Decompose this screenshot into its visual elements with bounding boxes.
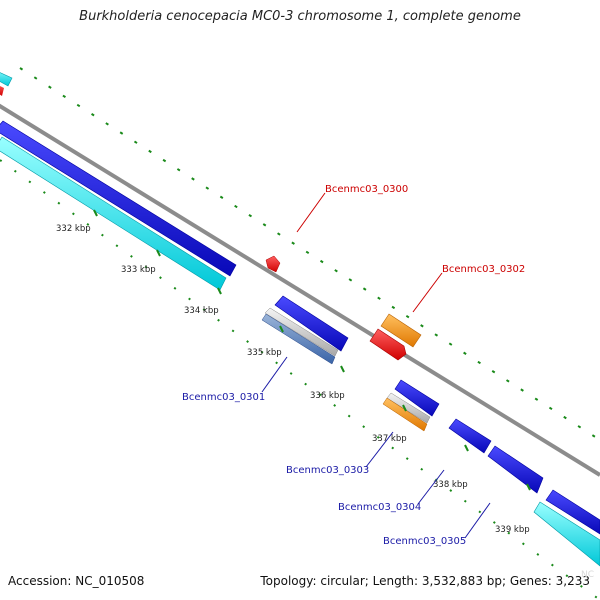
- accession-text: Accession: NC_010508: [8, 574, 145, 588]
- kbp-label: 336 kbp: [310, 391, 345, 401]
- kbp-label: 333 kbp: [121, 265, 156, 275]
- blue-cds-0303: [394, 379, 440, 417]
- gc-track-outer: [19, 67, 600, 441]
- kbp-label: 339 kbp: [495, 525, 530, 535]
- outer-features: [0, 72, 422, 361]
- gene-label-0302: Bcenmc03_0302: [442, 264, 525, 275]
- cyan-feature-0305: [533, 501, 600, 567]
- gene-labels: Bcenmc03_0300 Bcenmc03_0302 Bcenmc03_030…: [182, 184, 525, 547]
- map-title: Burkholderia cenocepacia MC0-3 chromosom…: [79, 9, 521, 24]
- gene-label-0301: Bcenmc03_0301: [182, 392, 265, 403]
- red-gene-0300: [265, 255, 281, 273]
- gene-label-0305: Bcenmc03_0305: [383, 536, 466, 547]
- gene-label-0303: Bcenmc03_0303: [286, 465, 369, 476]
- cyan-feature-top: [0, 72, 13, 87]
- leader-lines: [261, 192, 491, 539]
- orange-feature-0303: [382, 397, 428, 432]
- blue-cds-long-left: [0, 120, 237, 277]
- genome-summary-text: Topology: circular; Length: 3,532,883 bp…: [260, 574, 590, 588]
- blue-cds-0304a: [448, 418, 492, 454]
- red-feature-top: [0, 86, 4, 96]
- kbp-label: 338 kbp: [433, 480, 468, 490]
- kbp-labels: 332 kbp 333 kbp 334 kbp 335 kbp 336 kbp …: [56, 224, 530, 535]
- kbp-label: 337 kbp: [372, 434, 407, 444]
- grey-feature-0303: [386, 392, 431, 424]
- gene-label-0304: Bcenmc03_0304: [338, 502, 421, 513]
- blue-cds-0305: [545, 489, 600, 535]
- kbp-label: 335 kbp: [247, 348, 282, 358]
- inner-other-features: [0, 136, 600, 567]
- kbp-ticks: [93, 209, 531, 491]
- grey-feature-0301: [264, 307, 339, 357]
- blue-cds-0304b: [487, 445, 544, 494]
- inner-blue-features: [0, 120, 600, 535]
- kbp-label: 334 kbp: [184, 306, 219, 316]
- cyan-feature-long-left: [0, 136, 227, 291]
- orange-gene-0302: [380, 313, 422, 348]
- watermark: NC: [580, 570, 594, 580]
- chromosome-backbone: [0, 103, 600, 477]
- kbp-label: 332 kbp: [56, 224, 91, 234]
- blue-cds-0301: [274, 295, 349, 352]
- red-gene-0302b: [369, 328, 407, 361]
- gene-label-0300: Bcenmc03_0300: [325, 184, 408, 195]
